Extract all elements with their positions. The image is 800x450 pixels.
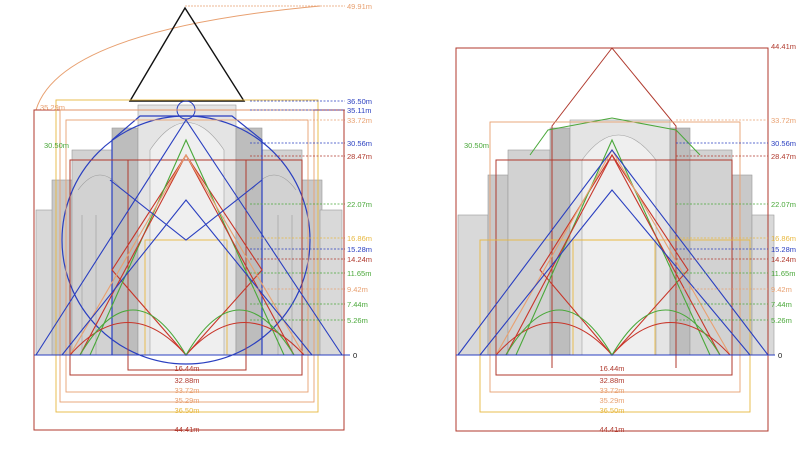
height-label: 35.11m [347,106,371,115]
orange-frame-35-29 [59,109,315,403]
right-orange-frame-33-72 [489,121,741,393]
yellow-frame-36-50 [55,99,319,413]
right-blue-diagonals [457,149,769,356]
black-spire [128,6,246,102]
orange-triangle [69,153,305,356]
side-label: 30.50m [44,141,69,150]
green-triangle [89,138,285,356]
left-cathedral-elevation [35,104,343,356]
left-side-labels: 35.29m 30.50m [40,103,69,150]
width-label: 32.88m [599,376,624,385]
height-label: 22.07m [347,200,372,209]
height-label: 44.41m [771,42,796,51]
right-height-labels: 44.41m 33.72m 30.56m 28.47m 22.07m 16.86m 15.2… [676,42,796,325]
height-label: 28.47m [771,152,796,161]
height-label: 30.56m [771,139,796,148]
height-label: 16.86m [347,234,372,243]
height-label: 14.24m [347,255,372,264]
width-label: 36.50m [174,406,199,415]
blue-diagonals [35,118,343,356]
side-label: 30.50m [464,141,489,150]
right-side-labels: 30.50m [464,141,489,150]
blue-arch-frame [111,115,263,355]
width-label: 33.72m [174,386,199,395]
right-zero-label: 0 [778,351,782,360]
height-label: 11.65m [771,269,795,278]
width-label: 36.50m [599,406,624,415]
height-label: 30.56m [347,139,372,148]
orange-frame-33-72 [65,119,309,393]
left-diagram: 49.91m36.50m35.11m33.72m30.56m28.47m22.0… [33,2,372,434]
height-label: 33.72m [771,116,796,125]
right-red-triangle [505,153,721,356]
right-dark-red-mid-frame [495,159,733,376]
left-zero-label: 0 [353,351,357,360]
width-label: 16.44m [599,364,624,373]
height-label: 5.26m [347,316,368,325]
width-label: 35.29m [174,396,199,405]
width-label: 35.29m [599,396,624,405]
height-label: 5.26m [771,316,792,325]
height-label: 33.72m [347,116,372,125]
height-label: 11.65m [347,269,371,278]
right-green-roof [529,117,701,156]
width-label: 16.44m [174,364,199,373]
right-diagram: 44.41m 33.72m 30.56m 28.47m 22.07m 16.86m 15.2… [455,42,796,434]
dark-red-frame-mid [69,159,303,376]
height-label: 9.42m [771,285,792,294]
height-label: 22.07m [771,200,796,209]
height-label: 7.44m [347,300,368,309]
height-label: 16.86m [771,234,796,243]
right-green-triangle [515,138,711,356]
side-label: 35.29m [40,103,65,112]
height-label: 7.44m [771,300,792,309]
orange-arc-49-91 [35,5,321,111]
right-house-outline [551,47,677,368]
height-label: 14.24m [771,255,796,264]
height-label: 9.42m [347,285,368,294]
height-label: 36.50m [347,97,372,106]
height-label: 49.91m [347,2,372,11]
width-label: 33.72m [599,386,624,395]
width-label: 44.41m [599,425,624,434]
height-label: 15.28m [771,245,796,254]
width-label: 32.88m [174,376,199,385]
height-label: 28.47m [347,152,372,161]
height-label: 15.28m [347,245,372,254]
right-cathedral-elevation [457,119,775,356]
width-label: 44.41m [174,425,199,434]
